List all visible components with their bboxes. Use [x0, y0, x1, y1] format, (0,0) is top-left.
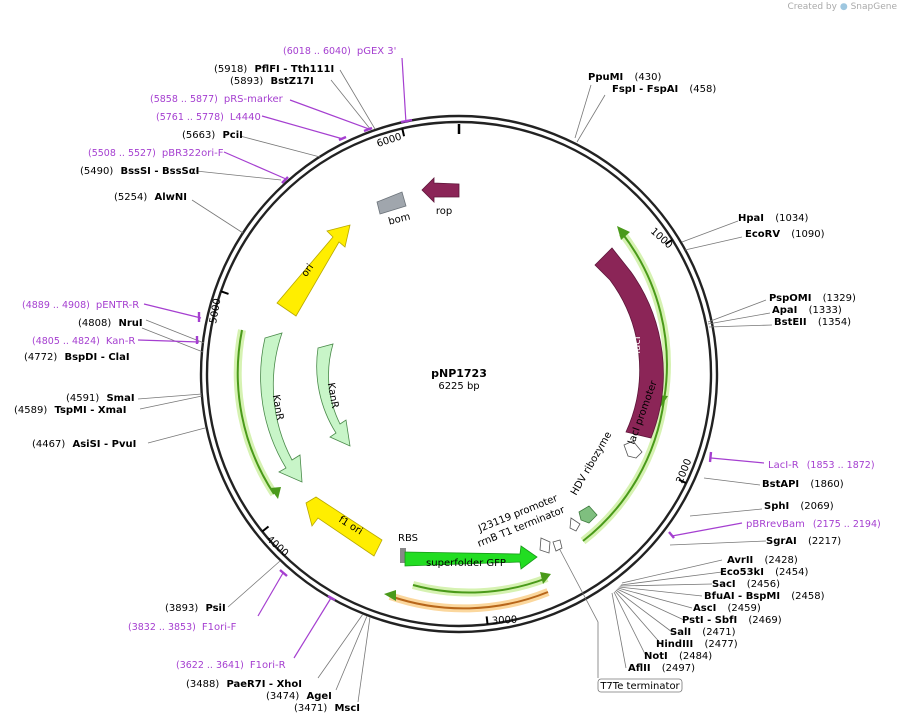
site-sgrai[interactable]: SgrAI (2217) [766, 536, 841, 547]
bom-feature[interactable] [376, 191, 407, 215]
snapgene-credit: Created by ● SnapGene [787, 2, 897, 12]
orf-arcs [233, 230, 671, 613]
site-sphi[interactable]: SphI (2069) [764, 501, 834, 512]
credit-brand: SnapGene [850, 2, 897, 12]
gfp-label: superfolder GFP [426, 558, 506, 569]
site-paer7i[interactable]: (3488) PaeR7I - XhoI [186, 679, 302, 690]
site-bsssi[interactable]: (5490) BssSI - BssSαI [80, 166, 199, 177]
primer-pbrrevbam[interactable]: pBRrevBam(2175 .. 2194) [746, 519, 881, 530]
primer-leaders [137, 57, 765, 659]
site-saci[interactable]: SacI (2456) [712, 579, 780, 590]
site-agei[interactable]: (3474) AgeI [266, 691, 332, 702]
rrnb-terminator-feature[interactable] [539, 537, 551, 554]
site-pspomi[interactable]: PspOMI (1329) [769, 293, 856, 304]
site-eco53ki[interactable]: Eco53kI (2454) [720, 567, 808, 578]
site-fspi[interactable]: FspI - FspAI (458) [612, 84, 716, 95]
tick-mark-4000 [261, 525, 270, 533]
laci-feature[interactable] [594, 247, 664, 439]
rbs-label: RBS [398, 533, 418, 544]
backbone-outer-ring [199, 114, 719, 634]
t7te-terminator-label: T7Te terminator [599, 681, 680, 692]
primer-f1ori-f[interactable]: (3832 .. 3853)F1ori-F [128, 622, 237, 633]
site-hpai[interactable]: HpaI (1034) [738, 213, 809, 224]
site-ecorv[interactable]: EcoRV (1090) [745, 229, 825, 240]
primer-pentr-r[interactable]: (4889 .. 4908)pENTR-R [22, 300, 139, 311]
laci-label: lacI [632, 336, 643, 353]
backbone-inner-ring [205, 120, 713, 628]
primer-l4440[interactable]: (5761 .. 5778)L4440 [156, 112, 261, 123]
site-bspdi[interactable]: (4772) BspDI - ClaI [24, 352, 130, 363]
tick-label-3000: 3000 [492, 615, 518, 627]
site-psii[interactable]: (3893) PsiI [165, 603, 226, 614]
site-bstz17i[interactable]: (5893) BstZ17I [230, 76, 314, 87]
site-msci[interactable]: (3471) MscI [294, 703, 360, 714]
hdv-ribozyme-label: HDV ribozyme [569, 430, 614, 497]
bom-label: bom [387, 212, 411, 228]
tick-label-1000: 1000 [648, 226, 674, 251]
tick-mark-3000 [485, 616, 489, 625]
site-ascii[interactable]: AscI (2459) [693, 603, 761, 614]
site-bstapi[interactable]: BstAPI (1860) [762, 479, 844, 490]
hdv-ribozyme-feature[interactable] [578, 505, 598, 524]
ori-feature[interactable] [276, 224, 351, 317]
tick-mark-2000 [678, 478, 687, 485]
rop-feature[interactable] [421, 177, 460, 203]
site-bfuai[interactable]: BfuAI - BspMI (2458) [704, 591, 825, 602]
site-nrui[interactable]: (4808) NruI [78, 318, 143, 329]
t7te-label-box [597, 678, 683, 693]
kanr-label-inner: KanR [325, 382, 340, 409]
site-bsteii[interactable]: BstEII (1354) [774, 317, 851, 328]
site-aflii[interactable]: AflII (2497) [628, 663, 695, 674]
primer-pbr322ori-f[interactable]: (5508 .. 5527)pBR322ori-F [88, 148, 224, 159]
site-asisi[interactable]: (4467) AsiSI - PvuI [32, 439, 136, 450]
site-hindiii[interactable]: HindIII (2477) [656, 639, 738, 650]
plasmid-name: pNP1723 [431, 367, 487, 380]
rop-label: rop [436, 206, 452, 217]
primer-laci-r[interactable]: LacI-R(1853 .. 1872) [768, 460, 875, 471]
primer-f1ori-r[interactable]: (3622 .. 3641)F1ori-R [176, 660, 286, 671]
tick-label-5000: 5000 [208, 298, 223, 325]
snapgene-logo-icon: ● [839, 2, 848, 12]
t7te-terminator-feature[interactable] [552, 539, 563, 552]
kanr-feature-outer[interactable] [260, 332, 303, 483]
site-sali[interactable]: SalI (2471) [670, 627, 736, 638]
laci-promoter-feature[interactable] [623, 440, 643, 459]
tick-mark-5000 [220, 290, 229, 295]
plasmid-size: 6225 bp [438, 381, 479, 392]
kanr-feature-inner[interactable] [316, 343, 351, 447]
site-pflfi[interactable]: (5918) PflFI - Tth111I [214, 64, 334, 75]
primer-labels: (6018 .. 6040)pGEX 3' (5858 .. 5877)pRS-… [22, 46, 881, 671]
site-labels: PpuMI (430) FspI - FspAI (458) HpaI (103… [14, 64, 856, 714]
site-avrii[interactable]: AvrII (2428) [727, 555, 798, 566]
credit-prefix: Created by [787, 2, 837, 12]
site-noti[interactable]: NotI (2484) [644, 651, 712, 662]
f1-ori-feature[interactable] [305, 496, 383, 557]
primer-pgex3[interactable]: (6018 .. 6040)pGEX 3' [283, 46, 396, 57]
j23119-promoter-feature[interactable] [569, 517, 581, 532]
site-psti[interactable]: PstI - SbfI (2469) [682, 615, 782, 626]
primer-kan-r[interactable]: (4805 .. 4824)Kan-R [32, 336, 135, 347]
rbs-feature[interactable] [400, 548, 406, 563]
site-leaders [137, 69, 773, 703]
tick-mark-6000 [401, 128, 406, 137]
primer-prs-marker[interactable]: (5858 .. 5877)pRS-marker [150, 94, 284, 105]
tick-mark-1000 [665, 238, 673, 245]
site-ppumi[interactable]: PpuMI (430) [588, 72, 661, 83]
tick-marks [220, 128, 687, 625]
site-pcii[interactable]: (5663) PciI [182, 130, 243, 141]
kanr-label-outer: KanR [270, 394, 285, 421]
primer-marks [195, 118, 713, 602]
site-apai[interactable]: ApaI (1333) [772, 305, 842, 316]
site-smai[interactable]: (4591) SmaI [66, 393, 135, 404]
site-tspmi[interactable]: (4589) TspMI - XmaI [14, 405, 126, 416]
gfp-feature[interactable] [404, 545, 538, 570]
site-alwni[interactable]: (5254) AlwNI [114, 192, 187, 203]
